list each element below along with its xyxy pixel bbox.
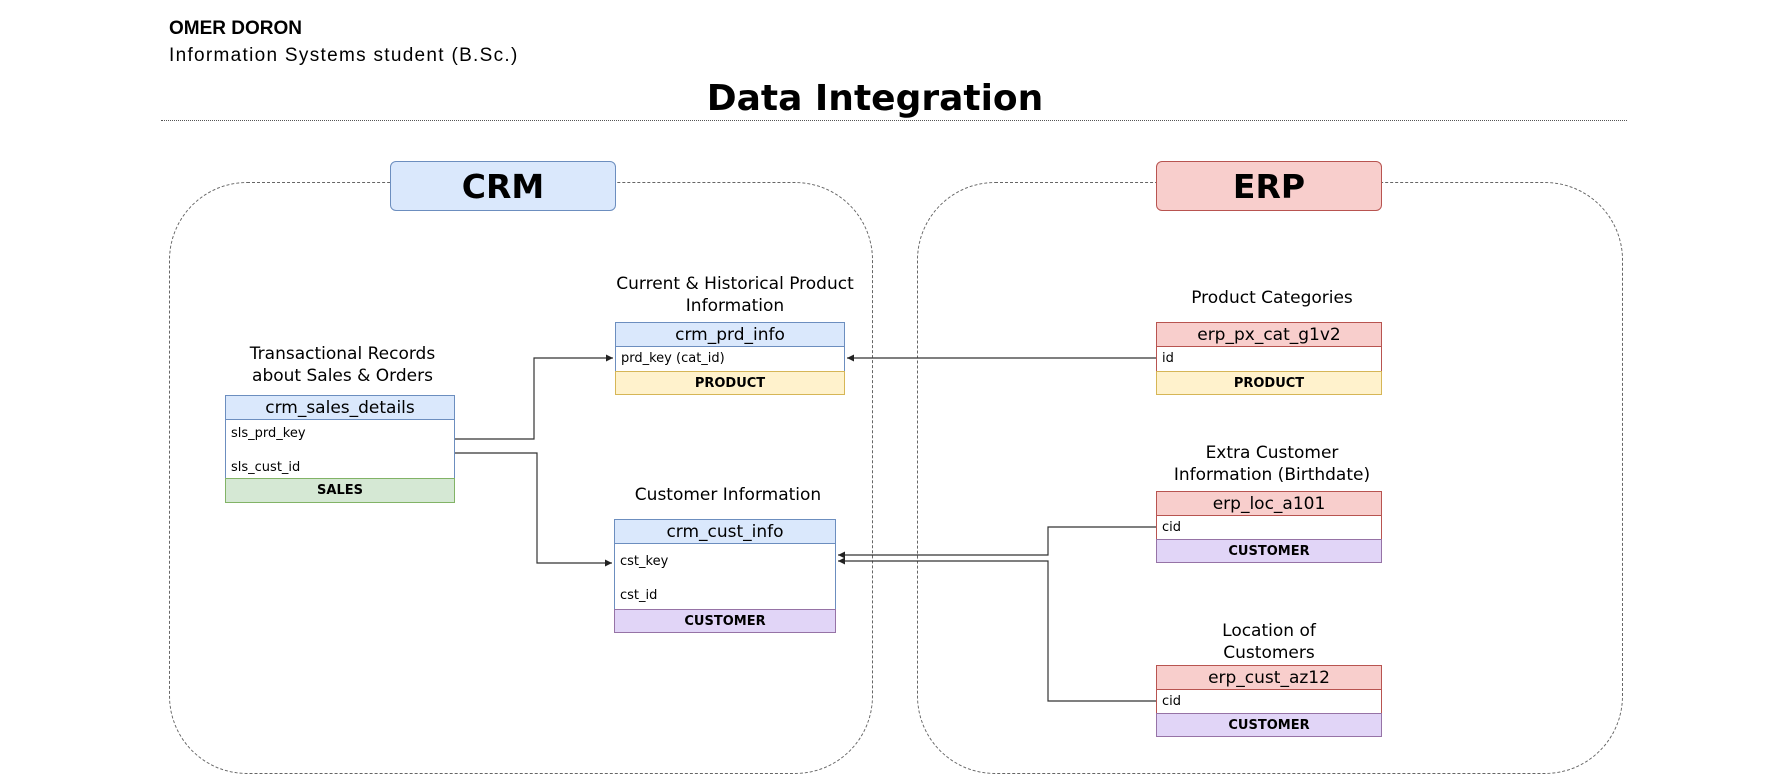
table-fields: sls_prd_key sls_cust_id (225, 420, 455, 478)
entity-badge: CUSTOMER (1156, 539, 1382, 563)
field-sls-cust-id: sls_cust_id (231, 460, 301, 475)
title-divider (161, 120, 1627, 121)
caption-line: about Sales & Orders (252, 366, 433, 386)
caption-line: Transactional Records (249, 344, 436, 364)
entity-badge: PRODUCT (1156, 371, 1382, 395)
field-cid: cid (1162, 520, 1182, 535)
table-name: erp_loc_a101 (1156, 491, 1382, 516)
entity-badge: PRODUCT (615, 371, 845, 395)
product-info-caption: Current & Historical Product Information (605, 273, 865, 317)
author-name: OMER DORON (169, 18, 302, 39)
caption-line: Location of (1222, 621, 1316, 641)
customer-location-caption: Location of Customers (1156, 620, 1382, 664)
caption-line: Information (685, 296, 785, 316)
caption-line: Product Categories (1191, 288, 1353, 308)
author-subtitle: Information Systems student (B.Sc.) (169, 45, 519, 66)
table-crm-sales-details[interactable]: crm_sales_details sls_prd_key sls_cust_i… (225, 395, 455, 503)
caption-line: Customers (1223, 643, 1315, 663)
table-crm-prd-info[interactable]: crm_prd_info prd_key (cat_id) PRODUCT (615, 322, 845, 395)
caption-line: Information (Birthdate) (1173, 465, 1371, 485)
field-prd-key: prd_key (cat_id) (621, 351, 725, 366)
field-cst-key: cst_key (620, 554, 669, 569)
table-erp-cust-az12[interactable]: erp_cust_az12 cid CUSTOMER (1156, 665, 1382, 737)
page-title: Data Integration (706, 78, 1044, 119)
erp-region-label: ERP (1156, 161, 1382, 211)
field-cid: cid (1162, 694, 1182, 709)
table-fields: prd_key (cat_id) (615, 347, 845, 371)
field-sls-prd-key: sls_prd_key (231, 426, 306, 441)
table-erp-loc-a101[interactable]: erp_loc_a101 cid CUSTOMER (1156, 491, 1382, 563)
caption-line: Extra Customer (1205, 443, 1339, 463)
table-name: crm_sales_details (225, 395, 455, 420)
table-name: erp_cust_az12 (1156, 665, 1382, 690)
sales-caption: Transactional Records about Sales & Orde… (215, 343, 470, 387)
extra-customer-caption: Extra Customer Information (Birthdate) (1156, 442, 1388, 486)
field-id: id (1162, 351, 1174, 366)
table-fields: cid (1156, 516, 1382, 539)
crm-region-label: CRM (390, 161, 616, 211)
table-fields: cst_key cst_id (614, 544, 836, 609)
table-fields: cid (1156, 690, 1382, 713)
table-name: crm_cust_info (614, 519, 836, 544)
product-categories-caption: Product Categories (1156, 287, 1388, 309)
entity-badge: CUSTOMER (1156, 713, 1382, 737)
entity-badge: CUSTOMER (614, 609, 836, 633)
table-erp-px-cat-g1v2[interactable]: erp_px_cat_g1v2 id PRODUCT (1156, 322, 1382, 395)
customer-info-caption: Customer Information (613, 484, 843, 506)
caption-line: Customer Information (634, 485, 822, 505)
field-cst-id: cst_id (620, 588, 658, 603)
table-name: crm_prd_info (615, 322, 845, 347)
table-crm-cust-info[interactable]: crm_cust_info cst_key cst_id CUSTOMER (614, 519, 836, 633)
entity-badge: SALES (225, 478, 455, 503)
caption-line: Current & Historical Product (616, 274, 854, 294)
table-fields: id (1156, 347, 1382, 371)
table-name: erp_px_cat_g1v2 (1156, 322, 1382, 347)
